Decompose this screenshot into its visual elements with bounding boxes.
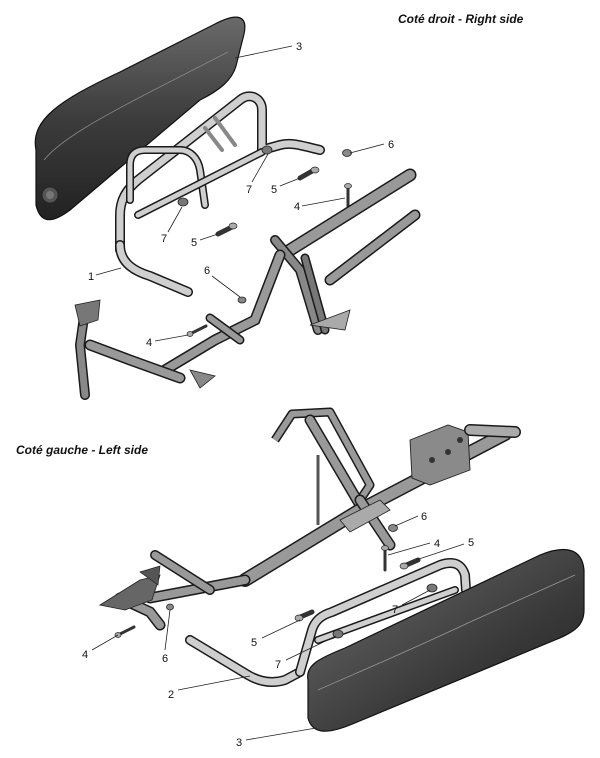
right-side-title: Coté droit - Right side [398,12,524,26]
callout-left-2: 2 [168,689,174,701]
left-callouts: 6 4 5 7 5 4 6 7 2 3 [82,511,474,749]
callout-right-7b: 7 [161,233,167,245]
callout-left-5b: 5 [251,637,257,649]
left-side-title: Coté gauche - Left side [16,443,149,457]
callout-left-7b: 7 [275,659,281,671]
callout-right-6a: 6 [388,139,394,151]
callout-left-5a: 5 [468,537,474,549]
callout-right-6b: 6 [204,265,210,277]
left-bumper-pad [307,548,585,732]
right-assembly: 3 6 7 5 4 7 5 1 6 4 [34,16,421,400]
callout-right-7a: 7 [246,184,252,196]
callout-right-4a: 4 [294,201,300,213]
right-callouts: 3 6 7 5 4 7 5 1 6 4 [88,41,394,349]
left-hardware [114,524,421,638]
callout-left-4b: 4 [82,649,88,661]
callout-right-5a: 5 [271,184,277,196]
left-assembly: 6 4 5 7 5 4 6 7 2 3 [82,407,585,749]
callout-left-4a: 4 [434,538,440,550]
callout-right-3: 3 [296,41,302,53]
right-chassis [74,168,421,400]
right-bumper-pad [34,16,246,221]
callout-left-3: 3 [236,737,242,749]
callout-left-7a: 7 [392,604,398,616]
callout-left-6a: 6 [421,511,427,523]
callout-right-5b: 5 [191,237,197,249]
callout-right-4b: 4 [146,337,152,349]
left-chassis [98,407,521,631]
right-bar [115,91,325,297]
callout-right-1: 1 [88,271,94,283]
callout-left-6b: 6 [162,653,168,665]
left-bar [185,558,471,688]
